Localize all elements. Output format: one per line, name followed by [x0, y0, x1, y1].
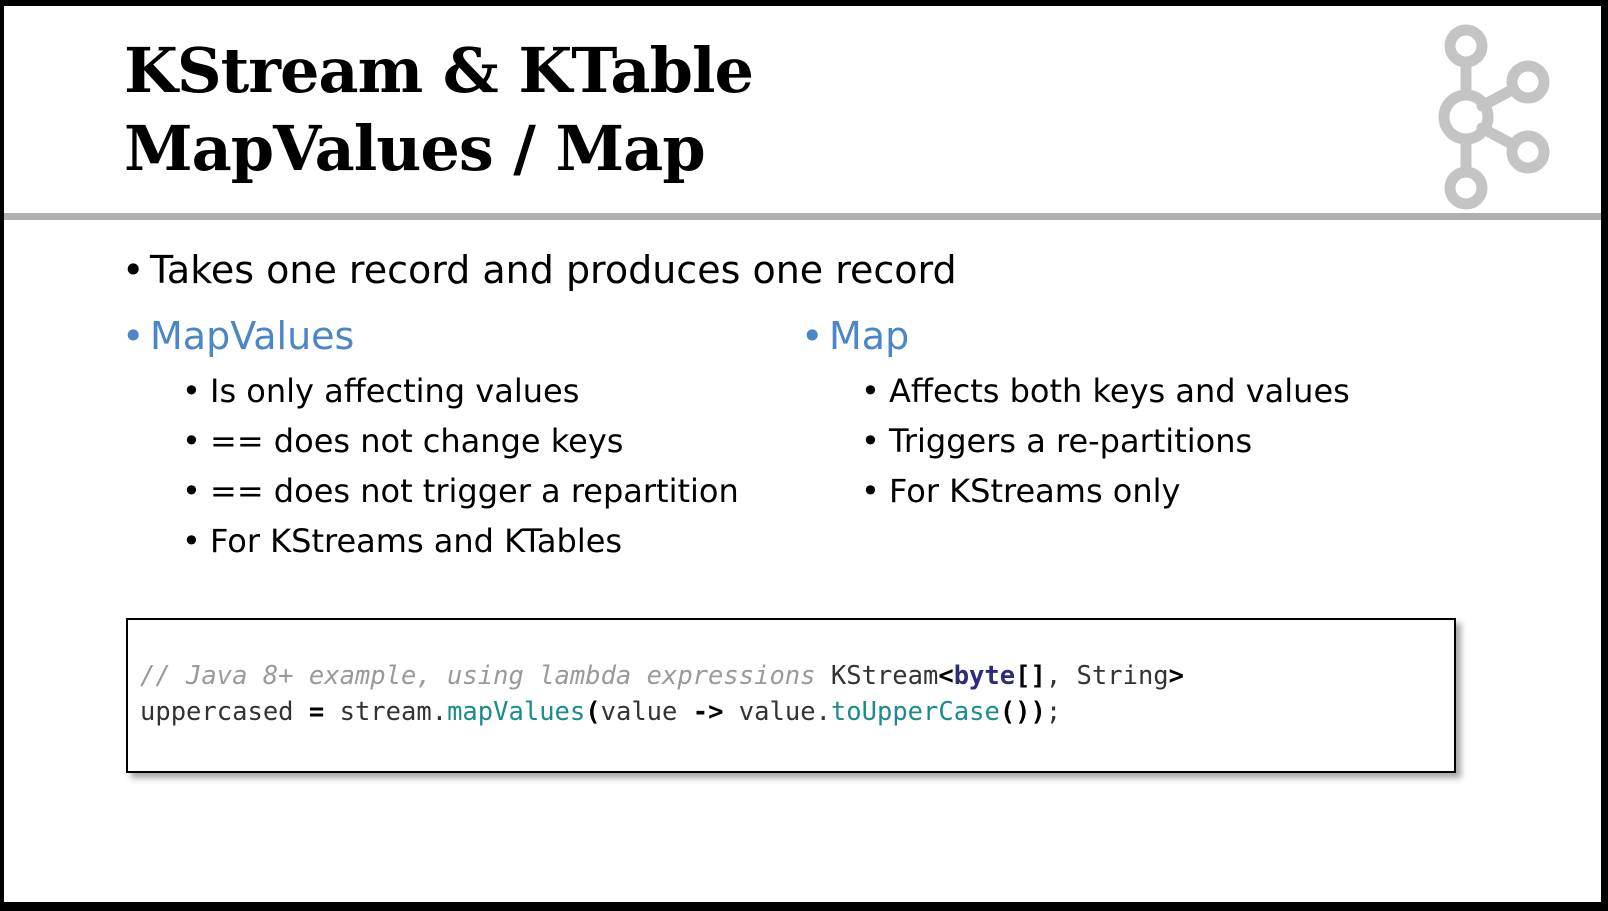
list-item: •== does not change keys: [182, 422, 624, 460]
list-item: •For KStreams and KTables: [182, 522, 623, 560]
list-item-text: Triggers a re-partitions: [889, 422, 1253, 460]
code-paren-open: (: [585, 697, 601, 727]
list-item-text: == does not change keys: [210, 422, 624, 460]
list-item-text: Is only affecting values: [210, 372, 580, 410]
code-method-touppercase: toUpperCase: [830, 697, 1000, 727]
code-value: value.: [723, 697, 831, 727]
bullet-intro-text: Takes one record and produces one record: [150, 248, 957, 292]
heading-map-text: Map: [829, 314, 910, 358]
list-item: •== does not trigger a repartition: [182, 472, 739, 510]
code-lt: <: [938, 661, 954, 691]
code-string-type: , String: [1045, 661, 1169, 691]
code-keyword-byte: byte: [953, 661, 1016, 691]
list-item: •Is only affecting values: [182, 372, 580, 410]
code-lambda-param: value: [600, 697, 693, 727]
title-line-2: MapValues / Map: [124, 112, 706, 185]
heading-map: •Map: [801, 314, 910, 358]
code-semicolon: ;: [1045, 697, 1062, 727]
title-line-1: KStream & KTable: [124, 34, 754, 107]
code-comment: // Java 8+ example, using lambda express…: [140, 661, 816, 691]
code-block: // Java 8+ example, using lambda express…: [126, 618, 1456, 773]
code-paren-close: ()): [999, 697, 1046, 727]
slide: KStream & KTable MapValues / Map •Takes …: [4, 6, 1601, 902]
kafka-logo-icon: [1438, 24, 1550, 210]
code-stream: stream.: [324, 697, 448, 727]
slide-title: KStream & KTable MapValues / Map: [124, 32, 754, 188]
code-brackets: []: [1015, 661, 1046, 691]
list-item-text: Affects both keys and values: [889, 372, 1350, 410]
code-variable: uppercased: [140, 697, 309, 727]
code-arrow: ->: [692, 697, 724, 727]
code-equals: =: [308, 697, 325, 727]
list-item-text: For KStreams only: [889, 472, 1181, 510]
list-item: •For KStreams only: [861, 472, 1181, 510]
list-item-text: == does not trigger a repartition: [210, 472, 739, 510]
list-item-text: For KStreams and KTables: [210, 522, 623, 560]
code-gt: >: [1168, 661, 1185, 691]
heading-mapvalues-text: MapValues: [150, 314, 355, 358]
title-divider: [4, 213, 1601, 220]
code-text: // Java 8+ example, using lambda express…: [140, 658, 1184, 730]
list-item: •Affects both keys and values: [861, 372, 1350, 410]
list-item: •Triggers a re-partitions: [861, 422, 1253, 460]
heading-mapvalues: •MapValues: [122, 314, 355, 358]
bullet-intro: •Takes one record and produces one recor…: [122, 248, 957, 292]
code-type: KStream: [815, 661, 939, 691]
code-method-mapvalues: mapValues: [447, 697, 586, 727]
